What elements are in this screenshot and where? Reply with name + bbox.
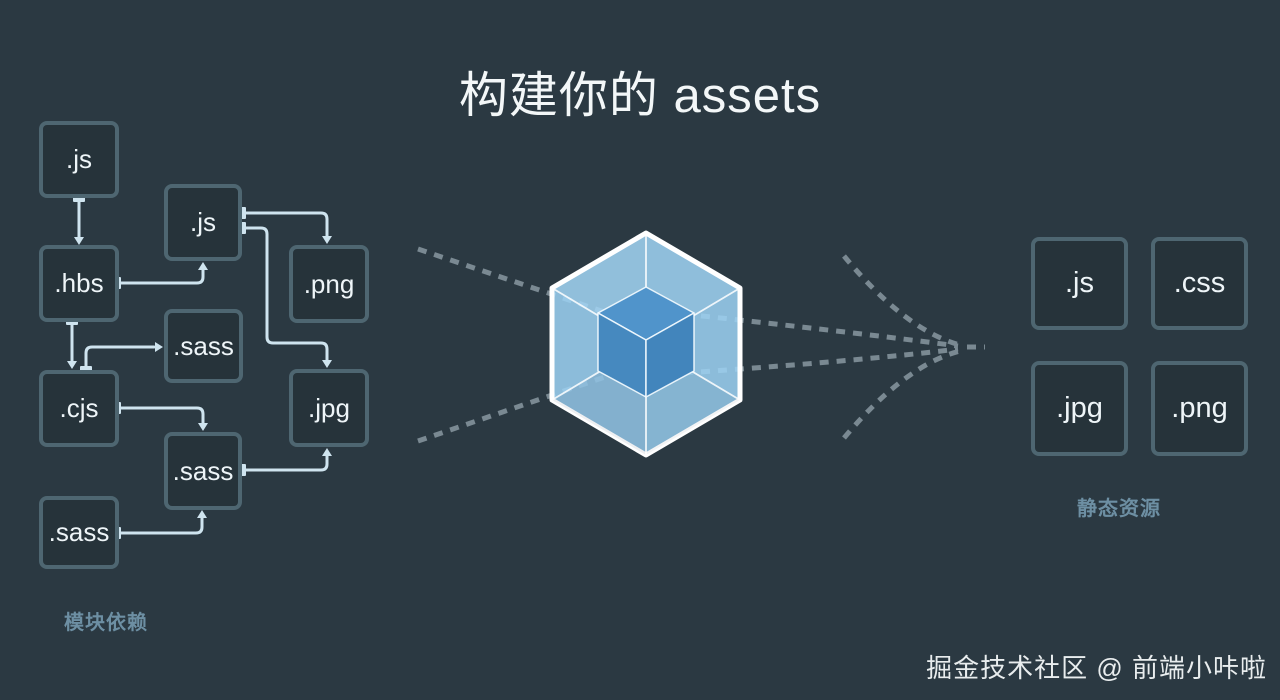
flow-dashes-right: [683, 254, 985, 440]
node-label: .jpg: [1056, 392, 1103, 424]
arrow-cjs-sass2: [115, 406, 205, 426]
webpack-logo-icon: [549, 230, 743, 458]
node-label: .png: [1171, 392, 1228, 424]
node-sass-2: .sass: [164, 432, 242, 510]
asset-png: .png: [1151, 361, 1248, 456]
node-label: .css: [1173, 267, 1226, 299]
page-title: 构建你的 assets: [458, 69, 822, 123]
node-png: .png: [289, 245, 369, 323]
node-js-2: .js: [164, 184, 242, 261]
asset-css: .css: [1151, 237, 1248, 330]
arrow-sass2-jpg: [240, 454, 329, 472]
node-label: .js: [1065, 267, 1094, 299]
arrow-js2-jpg: [240, 226, 329, 363]
node-js-1: .js: [39, 121, 119, 198]
node-hbs: .hbs: [39, 245, 119, 322]
webpack-inner-cube: [597, 286, 695, 398]
flow-dash-right-outer-top: [842, 254, 961, 348]
flow-dash-right-mid-top: [683, 311, 959, 349]
module-deps-caption: 模块依赖: [64, 612, 148, 634]
module-dependency-arrows: [70, 197, 329, 535]
node-label: .sass: [172, 455, 234, 486]
node-label: .hbs: [54, 268, 104, 298]
node-jpg: .jpg: [289, 369, 369, 447]
arrow-hbs-js2: [115, 268, 205, 285]
node-sass-1: .sass: [164, 309, 243, 383]
node-label: .js: [190, 207, 216, 237]
arrow-sass3-sass2: [115, 516, 204, 535]
asset-jpg: .jpg: [1031, 361, 1128, 456]
flow-dash-right-mid-bottom: [683, 346, 959, 376]
node-label: .sass: [173, 330, 234, 361]
watermark: 掘金技术社区 @ 前端小咔啦: [926, 653, 1267, 683]
node-label: .sass: [48, 517, 110, 547]
node-label: .png: [303, 268, 355, 299]
node-cjs: .cjs: [39, 370, 119, 447]
static-assets-caption: 静态资源: [1077, 498, 1161, 520]
flow-dash-right-outer-bottom: [842, 348, 961, 440]
node-label: .jpg: [308, 392, 350, 423]
node-label: .cjs: [59, 393, 99, 423]
asset-js: .js: [1031, 237, 1128, 330]
node-sass-3: .sass: [39, 496, 119, 569]
arrow-js2-png: [240, 211, 329, 238]
node-label: .js: [66, 144, 92, 174]
arrow-cjs-sass1: [84, 345, 156, 370]
arrowheads: [67, 236, 332, 518]
